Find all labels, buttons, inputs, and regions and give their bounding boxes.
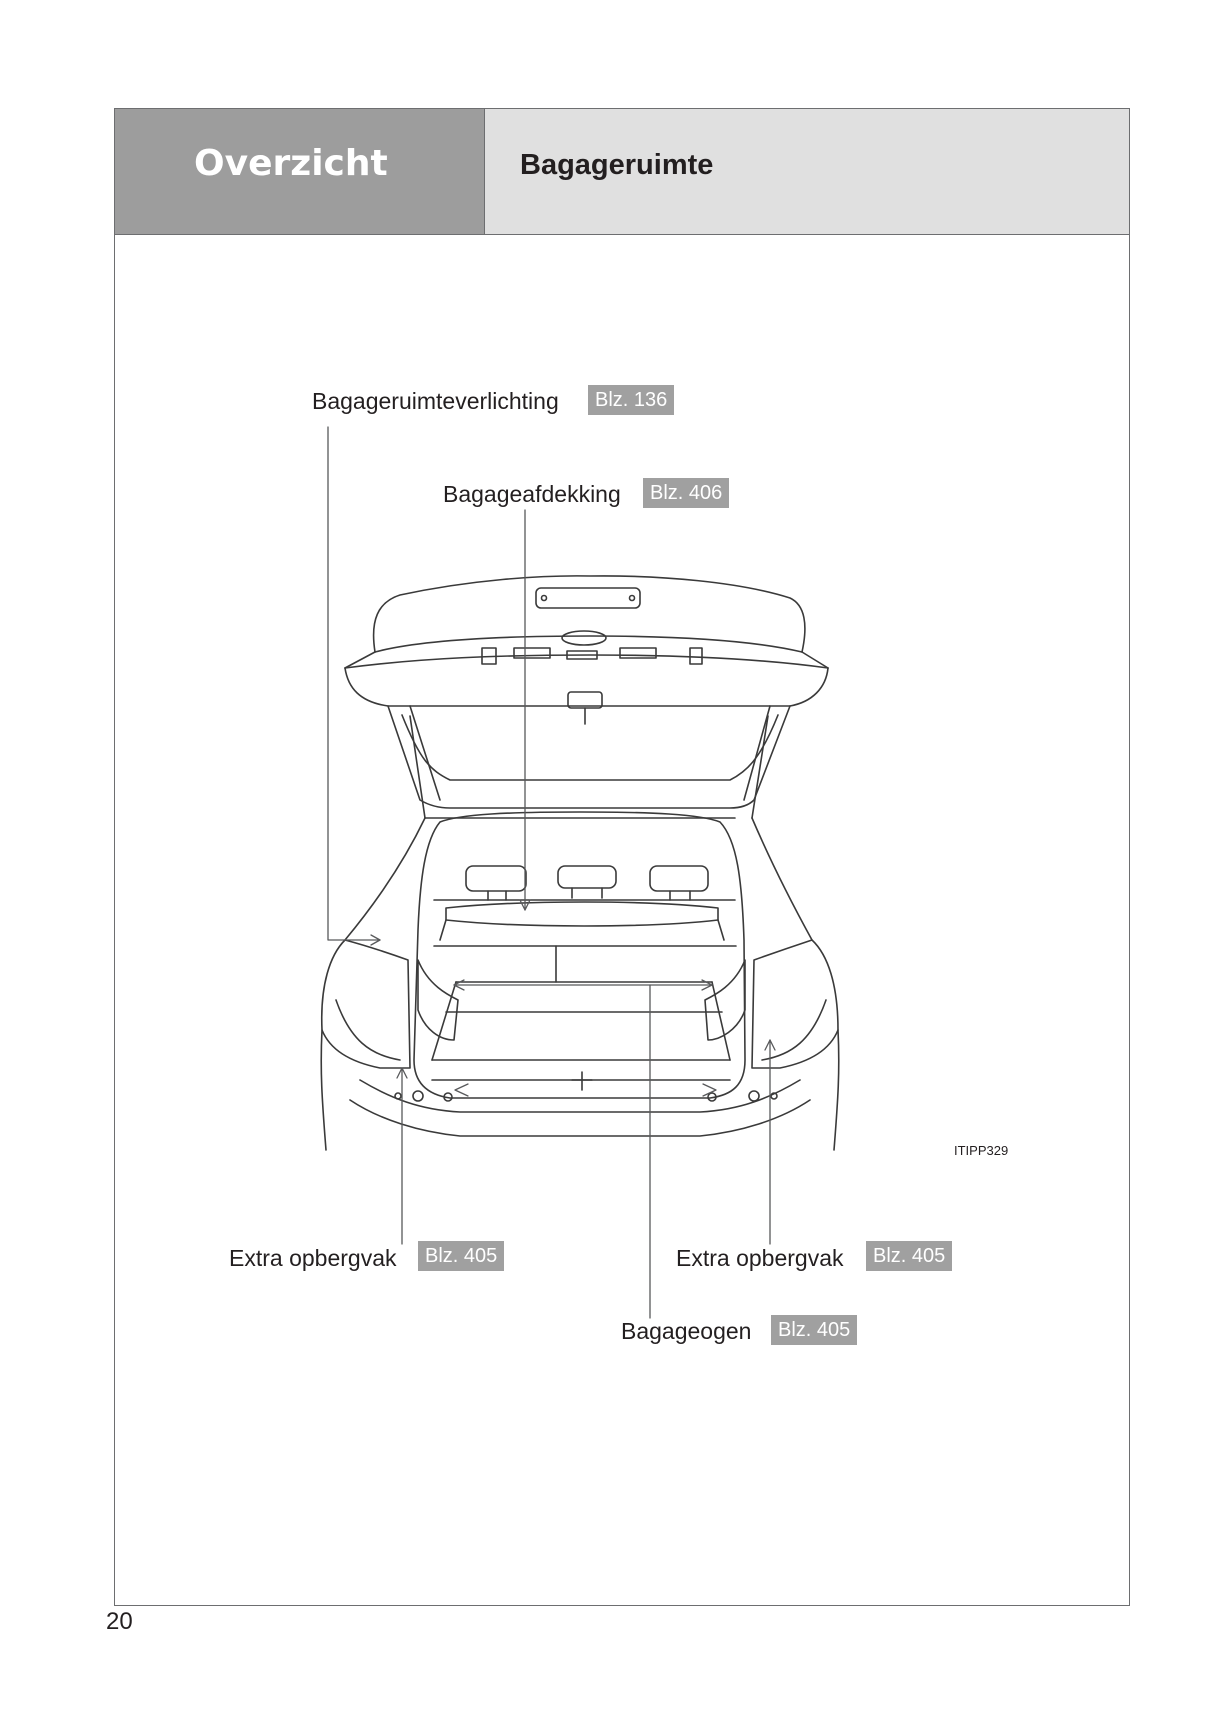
cargo-hooks-page-ref[interactable]: Blz. 405 [771,1315,858,1345]
storage-right-page-ref[interactable]: Blz. 405 [866,1241,953,1271]
cargo-hooks-label: Bagageogen [621,1318,752,1344]
luggage-light-label: Bagageruimteverlichting [312,388,559,414]
tonneau-cover-page-ref[interactable]: Blz. 406 [643,478,730,508]
tonneau-cover-label: Bagageafdekking [443,481,621,507]
page-title: Bagageruimte [520,149,714,181]
page-number: 20 [106,1608,133,1635]
page-frame: Overzicht Bagageruimte [114,108,1130,1606]
section-tab: Overzicht [115,109,485,235]
storage-right-label: Extra opbergvak [676,1245,844,1271]
figure-code: ITIPP329 [954,1143,1009,1158]
storage-left-label: Extra opbergvak [229,1245,397,1271]
page-header: Bagageruimte [485,109,1129,235]
luggage-light-page-ref[interactable]: Blz. 136 [588,385,675,415]
section-title: Overzicht [194,143,388,184]
storage-left-page-ref[interactable]: Blz. 405 [418,1241,505,1271]
